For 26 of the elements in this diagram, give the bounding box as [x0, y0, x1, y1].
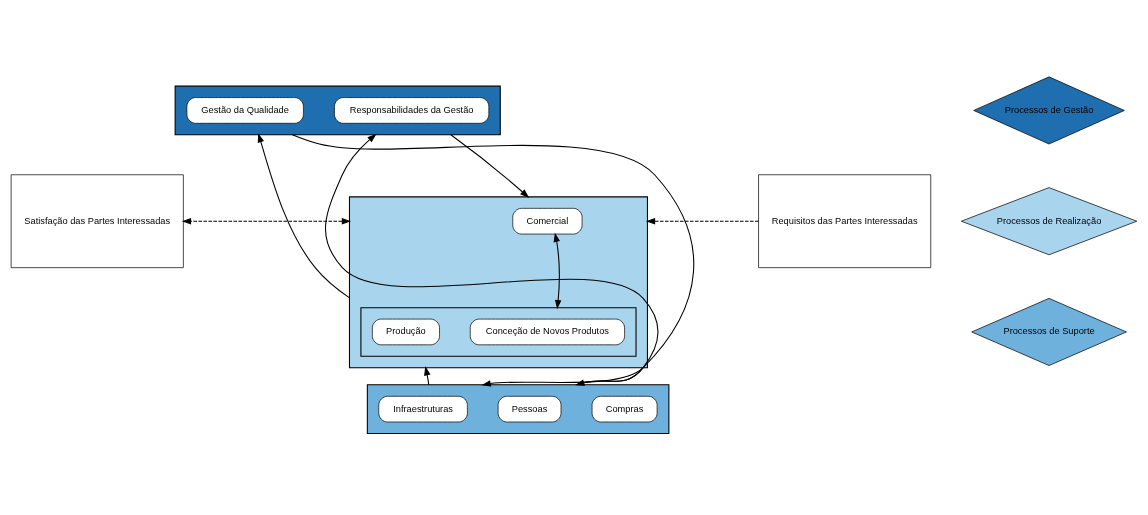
node-box: Conceção de Novos Produtos: [469, 318, 625, 345]
arrow: [325, 133, 659, 385]
node-diamond: Processos de Realização: [960, 186, 1138, 255]
arrow: [181, 217, 352, 224]
node-box: Comercial: [512, 207, 583, 234]
node-diamond: Processos de Suporte: [971, 297, 1127, 366]
arrow: [291, 133, 694, 387]
node-box: Gestão da Qualidade: [186, 96, 304, 124]
node-box: Compras: [591, 395, 658, 422]
arrow: [450, 133, 530, 198]
node-box: Infraestruturas: [378, 395, 468, 422]
node-box: Produção: [372, 318, 440, 345]
cluster: [366, 383, 670, 434]
node-box: Pessoas: [497, 395, 562, 422]
node-box: Requisitos das Partes Interessadas: [758, 173, 932, 268]
node-box: Responsabilidades da Gestão: [334, 96, 490, 124]
node-box: Satisfação das Partes Interessadas: [10, 173, 184, 268]
cluster: [174, 85, 501, 135]
arrow: [257, 132, 350, 298]
arrow: [645, 217, 760, 224]
cluster: [348, 195, 648, 368]
node-diamond: Processos de Gestão: [973, 76, 1125, 144]
arrow: [424, 365, 431, 385]
cluster: [360, 306, 637, 357]
arrow: [575, 366, 644, 386]
arrow: [553, 232, 562, 309]
